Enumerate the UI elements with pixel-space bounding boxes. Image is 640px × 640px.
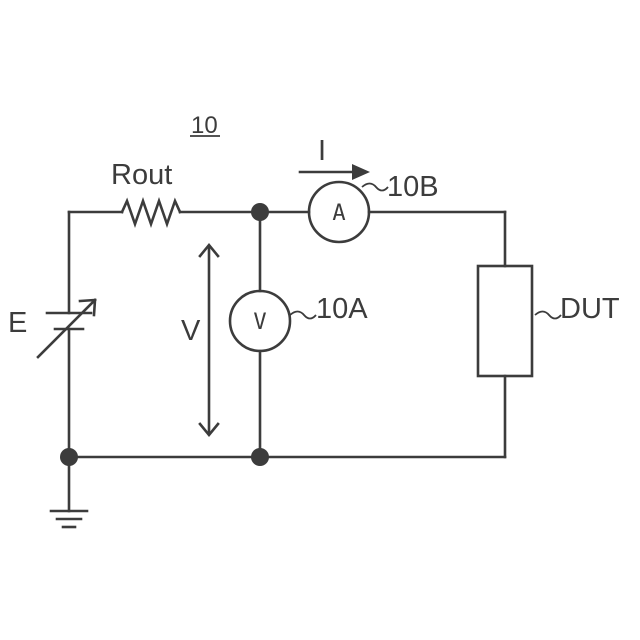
dut-box — [478, 266, 532, 376]
voltmeter-leader — [290, 312, 316, 319]
variable-arrow-shaft — [38, 300, 95, 357]
voltmeter-ref-label: 10A — [316, 293, 368, 325]
voltmeter-symbol: V — [253, 310, 266, 335]
voltage-label: V — [181, 315, 201, 347]
dut-label: DUT — [560, 293, 620, 325]
ammeter-symbol: A — [332, 201, 345, 226]
ammeter-ref-label: 10B — [387, 171, 439, 203]
current-label: I — [318, 135, 326, 167]
dut-leader — [535, 312, 561, 319]
resistor-rout — [122, 201, 180, 224]
junction-bottom-middle — [251, 448, 269, 466]
ammeter-leader — [362, 184, 388, 191]
source-label: E — [8, 307, 27, 339]
resistor-label: Rout — [111, 159, 172, 191]
junction-top — [251, 203, 269, 221]
current-arrow-head — [352, 164, 370, 180]
figure-label: 10 — [191, 112, 218, 139]
